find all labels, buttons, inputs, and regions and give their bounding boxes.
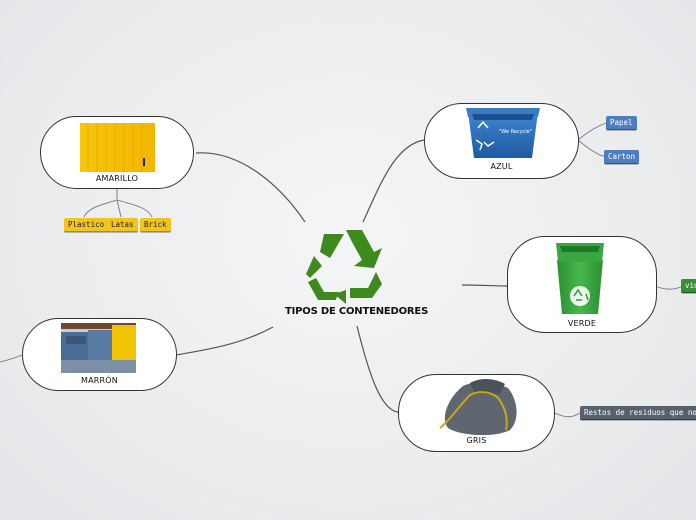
node-amarillo[interactable]: AMARILLO bbox=[40, 116, 194, 189]
connector-amarillo-tags bbox=[83, 186, 153, 218]
connector-gris bbox=[356, 325, 399, 413]
tag-brick[interactable]: Brick bbox=[140, 218, 171, 232]
recycle-icon bbox=[306, 230, 382, 304]
node-verde-label: VERDE bbox=[567, 319, 597, 328]
node-marron-label: MARRÓN bbox=[81, 376, 118, 385]
node-marron[interactable]: MARRÓN bbox=[22, 318, 177, 391]
connector-amarillo bbox=[195, 152, 306, 223]
central-topic-title[interactable]: TIPOS DE CONTENEDORES bbox=[285, 306, 429, 317]
connector-verde bbox=[461, 284, 508, 287]
node-amarillo-label: AMARILLO bbox=[95, 174, 139, 183]
connector-verde-tags bbox=[654, 285, 682, 290]
tag-latas[interactable]: Latas bbox=[107, 218, 138, 232]
tag-papel[interactable]: Papel bbox=[606, 116, 637, 130]
node-gris[interactable]: GRIS bbox=[398, 374, 555, 452]
node-azul[interactable]: AZUL bbox=[424, 103, 579, 179]
tag-restos[interactable]: Restos de residuos que no se bbox=[580, 406, 696, 420]
connector-marron bbox=[175, 326, 274, 356]
connector-azul bbox=[362, 139, 425, 223]
tag-plastico[interactable]: Plastico bbox=[64, 218, 109, 232]
connector-gris-tags bbox=[554, 412, 581, 418]
node-gris-label: GRIS bbox=[466, 436, 487, 445]
tag-vid[interactable]: vid bbox=[681, 279, 696, 293]
connector-marron-left bbox=[0, 354, 23, 363]
node-azul-label: AZUL bbox=[490, 162, 513, 171]
node-verde[interactable]: VERDE bbox=[507, 236, 657, 333]
tag-carton[interactable]: Carton bbox=[604, 150, 640, 164]
connector-azul-tags bbox=[577, 122, 607, 158]
